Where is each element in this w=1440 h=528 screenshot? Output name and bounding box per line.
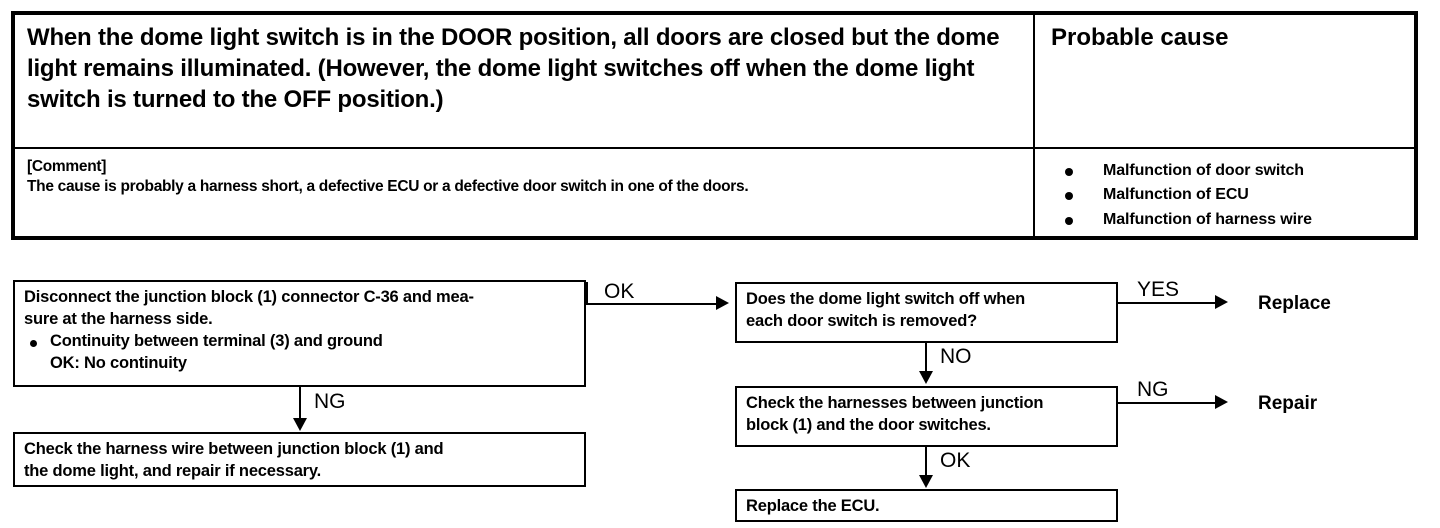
connector-label-ng2: NG <box>1137 378 1169 401</box>
comment-text: The cause is probably a harness short, a… <box>27 177 749 195</box>
symptom-title: When the dome light switch is in the DOO… <box>27 24 1000 113</box>
connector-label-no: NO <box>940 345 972 368</box>
flow-box-line: each door switch is removed? <box>746 311 977 330</box>
table-row: [Comment] The cause is probably a harnes… <box>15 147 1414 236</box>
list-item: Malfunction of door switch <box>1051 159 1402 183</box>
arrow-right-icon <box>1215 395 1228 409</box>
ok-prefix: OK: <box>50 353 80 372</box>
flow-box-replace-ecu: Replace the ECU. <box>735 489 1118 522</box>
arrow-right-icon <box>716 296 729 310</box>
flow-box-line: sure at the harness side. <box>24 309 213 328</box>
result-label-replace: Replace <box>1258 293 1331 314</box>
connector-label-yes: YES <box>1137 278 1180 301</box>
symptom-table: When the dome light switch is in the DOO… <box>11 11 1418 240</box>
probable-cause-list: Malfunction of door switch Malfunction o… <box>1051 159 1402 232</box>
connector-no-stub <box>925 343 927 373</box>
arrow-down-icon <box>919 371 933 384</box>
flow-box-check-harness-wire: Check the harness wire between junction … <box>13 432 586 487</box>
flow-box-line: Disconnect the junction block (1) connec… <box>24 288 474 306</box>
connector-label-ok2: OK <box>940 449 971 472</box>
connector-yes-line <box>1118 302 1217 304</box>
symptom-cell: When the dome light switch is in the DOO… <box>15 15 1035 148</box>
flow-box-line: Check the harnesses between junction <box>746 394 1044 412</box>
connector-label-ok: OK <box>604 280 635 303</box>
connector-ok-stub <box>586 282 588 305</box>
flow-box-line: the dome light, and repair if necessary. <box>24 461 322 480</box>
table-row: When the dome light switch is in the DOO… <box>15 15 1414 148</box>
flow-box-disconnect-junction-block: Disconnect the junction block (1) connec… <box>13 280 586 387</box>
probable-cause-list-cell: Malfunction of door switch Malfunction o… <box>1035 149 1414 236</box>
comment-cell: [Comment] The cause is probably a harnes… <box>15 149 1035 236</box>
list-item: Malfunction of harness wire <box>1051 208 1402 232</box>
arrow-down-icon <box>919 475 933 488</box>
flow-box-check-harnesses: Check the harnesses between junction blo… <box>735 386 1118 447</box>
connector-ok2-stub <box>925 447 927 477</box>
arrow-right-icon <box>1215 295 1228 309</box>
arrow-down-icon <box>293 418 307 431</box>
result-label-repair: Repair <box>1258 393 1318 414</box>
comment-label: [Comment] <box>27 158 107 176</box>
connector-ng2-line <box>1118 402 1217 404</box>
probable-cause-header-cell: Probable cause <box>1035 15 1414 147</box>
flow-box-line: Replace the ECU. <box>746 497 880 515</box>
connector-ng-stub <box>299 387 301 420</box>
connector-ok-line <box>586 303 718 305</box>
flow-box-bullet: Continuity between terminal (3) and grou… <box>24 331 576 353</box>
connector-label-ng: NG <box>314 390 346 413</box>
list-item: Malfunction of ECU <box>1051 183 1402 207</box>
ok-value: No continuity <box>79 353 187 372</box>
flow-box-line: block (1) and the door switches. <box>746 415 991 434</box>
flow-box-ok-criterion: OK: No continuity <box>24 353 576 375</box>
flow-box-line: Does the dome light switch off when <box>746 290 1026 308</box>
flow-box-line: Check the harness wire between junction … <box>24 440 444 458</box>
probable-cause-header: Probable cause <box>1051 24 1229 51</box>
flow-box-does-dome-light-switch-off: Does the dome light switch off when each… <box>735 282 1118 343</box>
